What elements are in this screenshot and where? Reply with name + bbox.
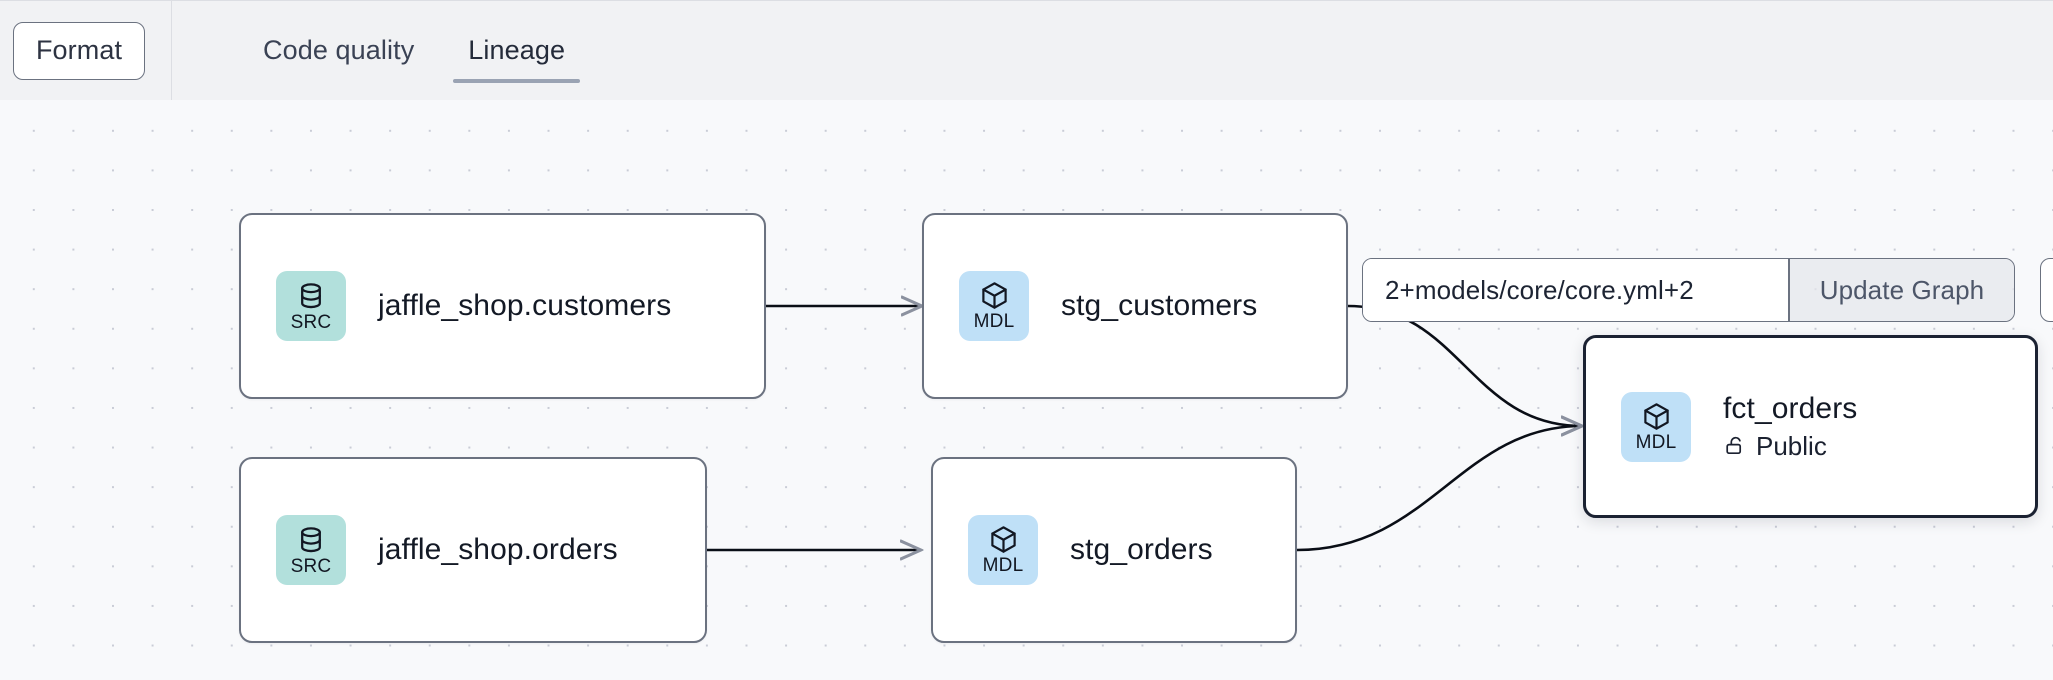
selector-divider xyxy=(1788,259,1790,321)
badge-label: SRC xyxy=(290,311,332,333)
node-title: stg_orders xyxy=(1070,533,1213,566)
lineage-node-stg-orders[interactable]: MDL stg_orders xyxy=(931,457,1297,643)
edge-stg-orders-to-fct-orders xyxy=(1296,426,1582,552)
badge-mdl: MDL xyxy=(1621,391,1691,462)
lineage-canvas[interactable]: SRC jaffle_shop.customers MDL stg_custom… xyxy=(0,100,2053,680)
node-body: fct_orders Public xyxy=(1723,391,1857,462)
node-body: jaffle_shop.orders xyxy=(378,532,618,568)
cube-icon xyxy=(981,282,1007,309)
canvas-side-widget[interactable] xyxy=(2040,258,2053,322)
node-body: stg_orders xyxy=(1070,532,1213,568)
badge-label: SRC xyxy=(290,555,332,577)
badge-label: MDL xyxy=(982,555,1024,576)
badge-mdl: MDL xyxy=(959,271,1029,341)
node-title: jaffle_shop.customers xyxy=(378,289,672,322)
badge-src: SRC xyxy=(276,271,346,341)
unlock-icon xyxy=(1726,436,1742,455)
tab-code-quality[interactable]: Code quality xyxy=(263,35,415,65)
lineage-node-src-orders[interactable]: SRC jaffle_shop.orders xyxy=(239,457,707,643)
database-icon xyxy=(301,526,321,552)
node-visibility-label: Public xyxy=(1756,431,1827,461)
format-button-zone: Format xyxy=(0,0,172,101)
database-icon xyxy=(301,282,321,308)
editor-toolbar: Format Code quality Lineage xyxy=(0,0,2053,101)
tab-bar: Code quality Lineage xyxy=(172,1,592,101)
update-graph-button[interactable]: Update Graph xyxy=(1789,259,2015,321)
lineage-node-src-customers[interactable]: SRC jaffle_shop.customers xyxy=(239,213,766,399)
node-title: stg_customers xyxy=(1061,289,1258,322)
tab-lineage[interactable]: Lineage xyxy=(441,1,592,101)
node-title: jaffle_shop.orders xyxy=(378,533,618,566)
lineage-node-fct-orders[interactable]: MDL fct_orders Public xyxy=(1583,335,2038,518)
badge-mdl: MDL xyxy=(968,515,1038,585)
node-body: stg_customers xyxy=(1061,288,1257,324)
node-visibility: Public xyxy=(1723,430,1857,462)
cube-icon xyxy=(990,526,1016,553)
badge-label: MDL xyxy=(1635,431,1677,453)
badge-src: SRC xyxy=(276,515,346,585)
node-title: fct_orders xyxy=(1723,392,1858,425)
cube-icon xyxy=(1643,402,1669,430)
graph-selector-widget: Update Graph xyxy=(1362,258,2016,322)
format-button[interactable]: Format xyxy=(13,21,145,80)
edge-stg-customers-to-fct-orders xyxy=(1347,304,1582,426)
graph-selector-input[interactable] xyxy=(1363,259,1788,321)
node-body: jaffle_shop.customers xyxy=(378,288,671,324)
badge-label: MDL xyxy=(973,311,1015,332)
lineage-node-stg-customers[interactable]: MDL stg_customers xyxy=(922,213,1348,399)
